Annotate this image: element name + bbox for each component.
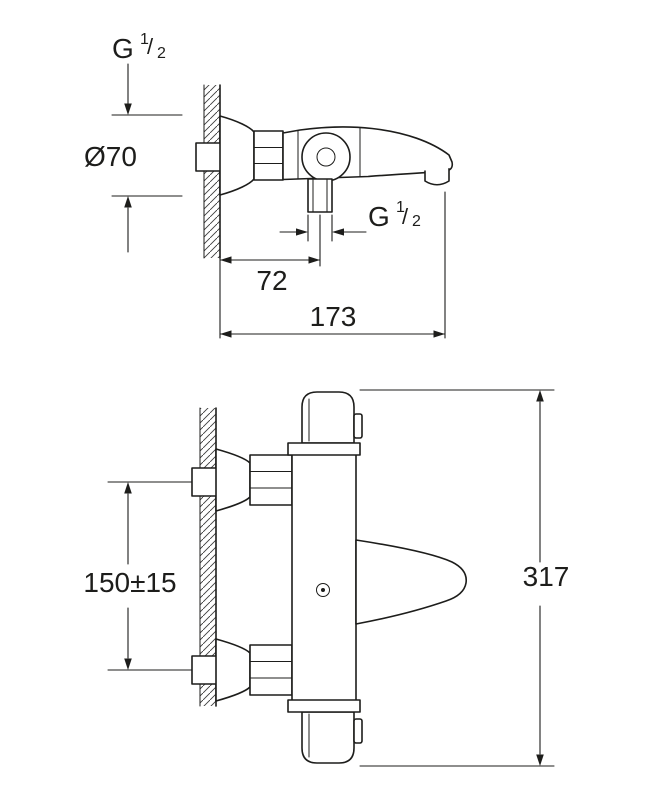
collar-top	[287, 442, 361, 456]
top-handle	[301, 391, 355, 444]
escutcheon	[219, 115, 255, 196]
spout-front	[355, 539, 468, 625]
bottom-handle-button	[353, 718, 363, 744]
brand-drop-icon	[316, 583, 330, 597]
faucet-body-front	[287, 391, 468, 764]
collar-bottom	[287, 699, 361, 713]
arrowhead-up	[536, 390, 544, 402]
hex-nut-body	[249, 644, 293, 696]
inlet-thread-numerator: 1	[140, 31, 149, 48]
dim-outlet-thread: G 1 / 2	[279, 199, 421, 242]
control-knob-center	[316, 147, 336, 167]
inlet-union-top	[191, 467, 219, 497]
top-view: G 1 / 2 Ø70 G 1 / 2	[84, 31, 454, 339]
dim-outlet-offset: 72	[219, 214, 321, 339]
arrowhead-left	[220, 256, 232, 264]
top-handle-button	[353, 413, 363, 439]
arrowhead-left	[220, 330, 232, 338]
brand-drop-dot	[321, 588, 325, 592]
shower-outlet	[307, 178, 333, 213]
control-knob	[301, 132, 351, 182]
hex-nut-body	[253, 130, 284, 181]
front-view: 150±15 317	[83, 389, 570, 767]
escutcheon-diameter-label: Ø70	[84, 141, 137, 172]
spout-aerator	[424, 168, 450, 186]
bottom-handle	[301, 711, 355, 764]
arrowhead-up	[124, 482, 132, 494]
arrowhead-down	[536, 754, 544, 766]
inlet-thread-label: G	[112, 33, 134, 64]
outlet-body	[307, 178, 333, 213]
total-height-label: 317	[523, 561, 570, 592]
arrowhead-left	[332, 228, 344, 236]
connection-spacing-label: 150±15	[83, 567, 176, 598]
dim-spout-depth: 173	[219, 191, 446, 339]
inlet-thread-slash: /	[147, 34, 154, 59]
arrowhead-right	[296, 228, 308, 236]
spout-depth-label: 173	[310, 301, 357, 332]
escutcheon-top	[215, 448, 251, 512]
hex-nut-top	[249, 454, 293, 506]
dim-total-height: 317	[359, 389, 570, 767]
dim-inlet-thread: G 1 / 2	[111, 31, 183, 253]
dim-connection-spacing: 150±15	[83, 481, 193, 671]
escutcheon-bottom	[215, 638, 251, 702]
inlet-union-bottom	[191, 655, 219, 685]
arrowhead-down	[124, 103, 132, 115]
inlet-thread-denominator: 2	[157, 45, 166, 62]
outlet-thread-slash: /	[402, 204, 409, 229]
outlet-thread-denominator: 2	[412, 213, 421, 230]
outlet-thread-numerator: 1	[396, 199, 405, 216]
body-column	[291, 449, 357, 705]
dim-escutcheon-diameter: Ø70	[84, 141, 137, 172]
arrowhead-up	[124, 196, 132, 208]
arrowhead-down	[124, 658, 132, 670]
hex-nut	[253, 130, 284, 181]
hex-nut-bottom	[249, 644, 293, 696]
outlet-thread-label: G	[368, 201, 390, 232]
inlet-union	[195, 142, 223, 172]
arrowhead-right	[433, 330, 445, 338]
hex-nut-body	[249, 454, 293, 506]
outlet-offset-label: 72	[256, 265, 287, 296]
arrowhead-right	[308, 256, 320, 264]
faucet-body-top	[282, 126, 454, 213]
